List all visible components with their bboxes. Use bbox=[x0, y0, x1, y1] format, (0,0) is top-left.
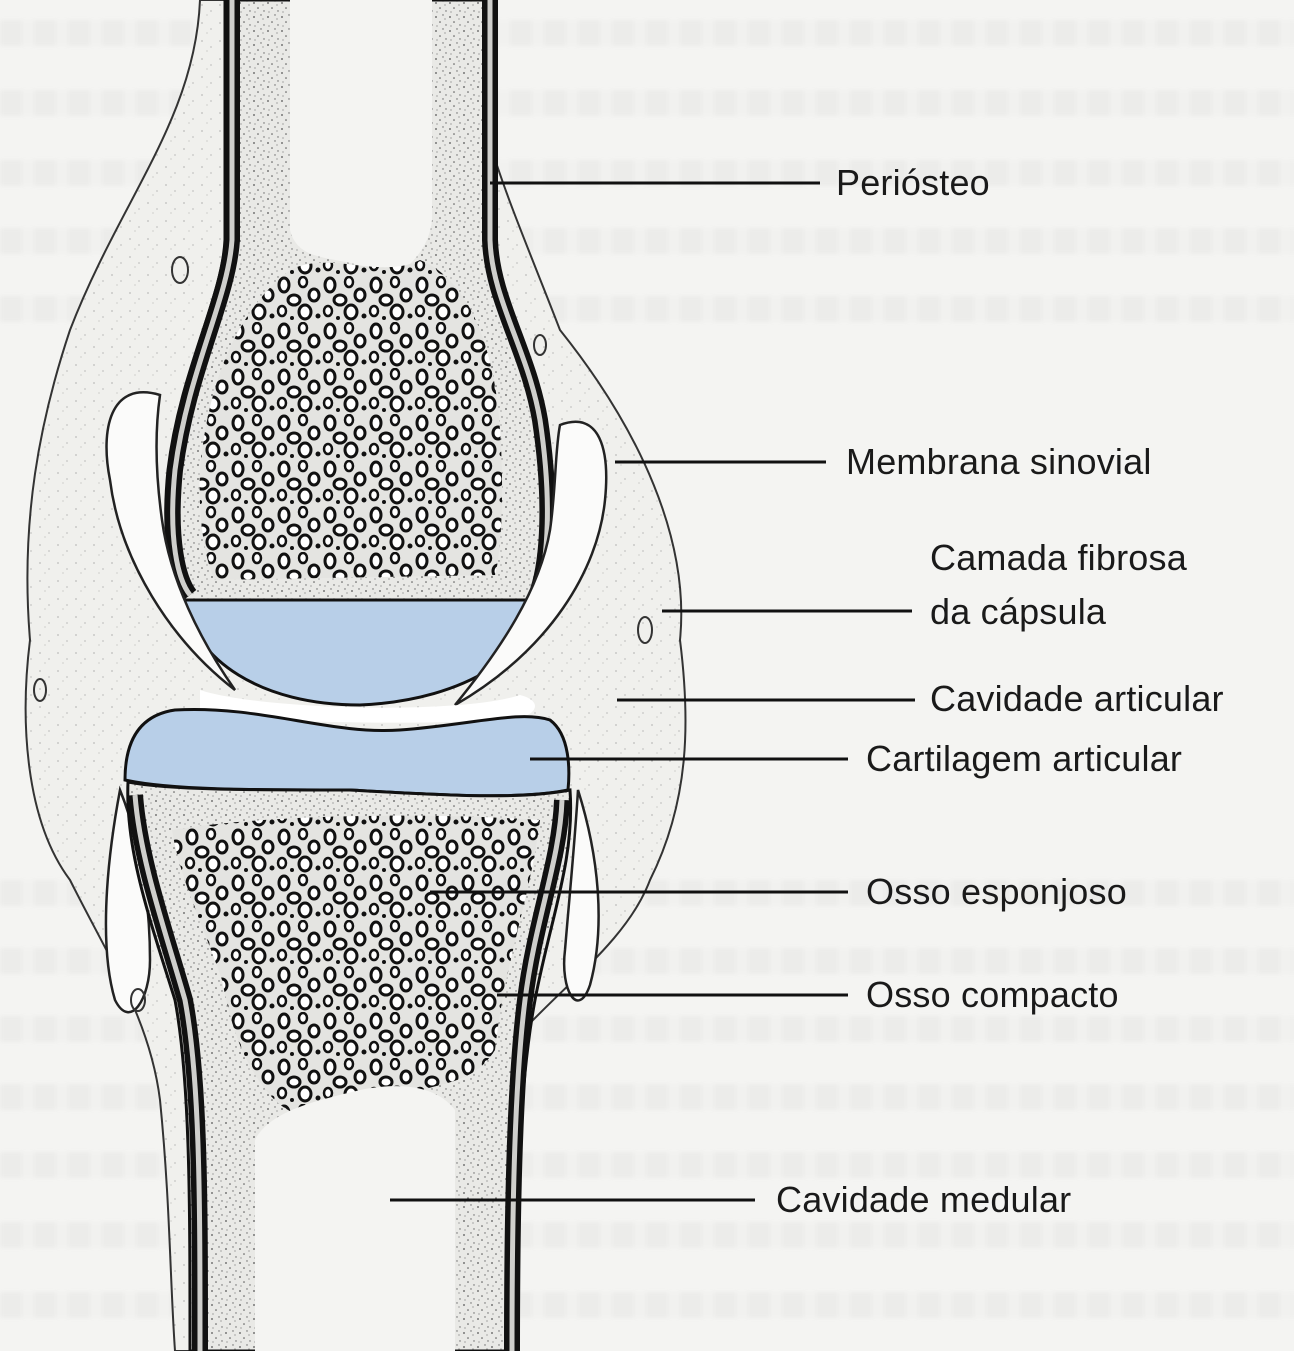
label-camada-fibrosa-line2: da cápsula bbox=[930, 592, 1106, 632]
label-osso-compacto: Osso compacto bbox=[866, 975, 1119, 1015]
label-cavidade-medular: Cavidade medular bbox=[776, 1180, 1071, 1220]
label-cavidade-articular: Cavidade articular bbox=[930, 679, 1224, 719]
label-cartilagem-articular: Cartilagem articular bbox=[866, 739, 1182, 779]
label-osso-esponjoso: Osso esponjoso bbox=[866, 872, 1127, 912]
lower-medullary-cavity bbox=[255, 1086, 455, 1351]
label-camada-fibrosa-line1: Camada fibrosa bbox=[930, 538, 1187, 578]
upper-medullary-cavity bbox=[290, 0, 432, 280]
label-membrana-sinovial: Membrana sinovial bbox=[846, 442, 1152, 482]
label-periosteo: Periósteo bbox=[836, 163, 990, 203]
